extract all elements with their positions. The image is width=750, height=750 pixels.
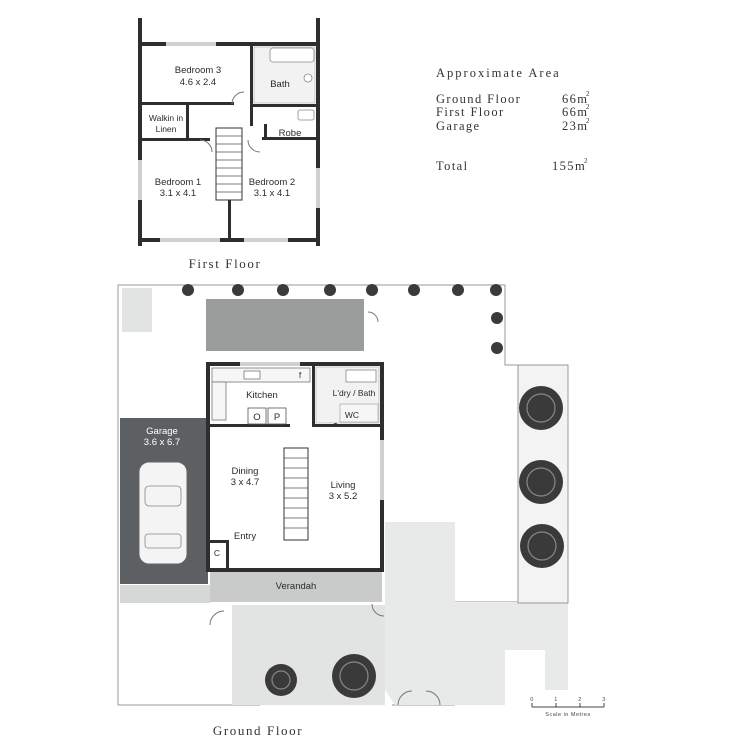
verandah-label: Verandah [276, 581, 317, 592]
car-icon [138, 461, 188, 565]
area-row-unit: 2 [586, 117, 590, 125]
tree-icon [519, 386, 563, 430]
area-row-unit: 2 [586, 90, 590, 98]
area-row-value: 66m [562, 92, 588, 106]
bedroom1-name: Bedroom 1 [155, 177, 201, 188]
shrub-icon [490, 284, 502, 296]
area-total-value: 155m [552, 159, 586, 173]
shrub-icon [408, 284, 420, 296]
area-summary-title: Approximate Area [436, 66, 561, 80]
bath-label: Bath [270, 79, 290, 90]
bedroom3-name: Bedroom 3 [175, 65, 221, 76]
cupboard-label: C [214, 548, 220, 558]
shrub-icon [324, 284, 336, 296]
first-floor-plan: Bedroom 3 4.6 x 2.4 Bath Walkin in Linen… [138, 18, 320, 271]
kitchen-label: Kitchen [246, 390, 278, 401]
ground-floor-title: Ground Floor [213, 723, 303, 738]
first-floor-title: First Floor [189, 256, 262, 271]
area-summary: Approximate Area Ground Floor 66m 2 Firs… [436, 66, 590, 173]
area-total-unit: 2 [584, 157, 588, 165]
area-row-unit: 2 [586, 103, 590, 111]
garage-name: Garage [146, 426, 178, 437]
shrub-row [182, 284, 503, 354]
area-row-label: First Floor [436, 105, 505, 119]
oven-label: O [253, 412, 260, 423]
scale-label: Scale in Metres [545, 712, 590, 718]
walkin-label-line2: Linen [156, 124, 177, 134]
scale-bar: 0 1 2 3 Scale in Metres [530, 697, 606, 718]
area-row-label: Garage [436, 119, 480, 133]
tree-icon [265, 664, 297, 696]
shrub-icon [452, 284, 464, 296]
tree-group [265, 386, 564, 698]
scale-tick: 3 [602, 697, 606, 703]
area-row-label: Ground Floor [436, 92, 521, 106]
tree-icon [332, 654, 376, 698]
living-size: 3 x 5.2 [329, 491, 358, 502]
shrub-icon [491, 312, 503, 324]
dining-size: 3 x 4.7 [231, 477, 260, 488]
area-row-value: 23m [562, 119, 588, 133]
bedroom2-name: Bedroom 2 [249, 177, 295, 188]
wc-label: WC [345, 410, 359, 420]
shrub-icon [182, 284, 194, 296]
living-name: Living [331, 480, 356, 491]
robe-label: Robe [279, 128, 302, 139]
pantry-label: P [274, 412, 280, 423]
walkin-label-line1: Walkin in [149, 113, 183, 123]
ground-floor-plan: Garage 3.6 x 6.7 O P f Kitchen [117, 284, 569, 738]
area-total-label: Total [436, 159, 469, 173]
tree-icon [519, 460, 563, 504]
shrub-icon [491, 342, 503, 354]
bedroom2-size: 3.1 x 4.1 [254, 188, 290, 199]
laundry-label: L'dry / Bath [333, 388, 376, 398]
bedroom3-size: 4.6 x 2.4 [180, 77, 216, 88]
shrub-icon [277, 284, 289, 296]
shrub-icon [366, 284, 378, 296]
scale-tick: 1 [554, 697, 558, 703]
scale-tick: 2 [578, 697, 582, 703]
area-row-value: 66m [562, 105, 588, 119]
entry-label: Entry [234, 531, 256, 542]
fridge-label: f [299, 370, 302, 380]
garage-size: 3.6 x 6.7 [144, 437, 180, 448]
scale-tick: 0 [530, 697, 534, 703]
shrub-icon [232, 284, 244, 296]
bedroom1-size: 3.1 x 4.1 [160, 188, 196, 199]
dining-name: Dining [232, 466, 259, 477]
tree-icon [520, 524, 564, 568]
